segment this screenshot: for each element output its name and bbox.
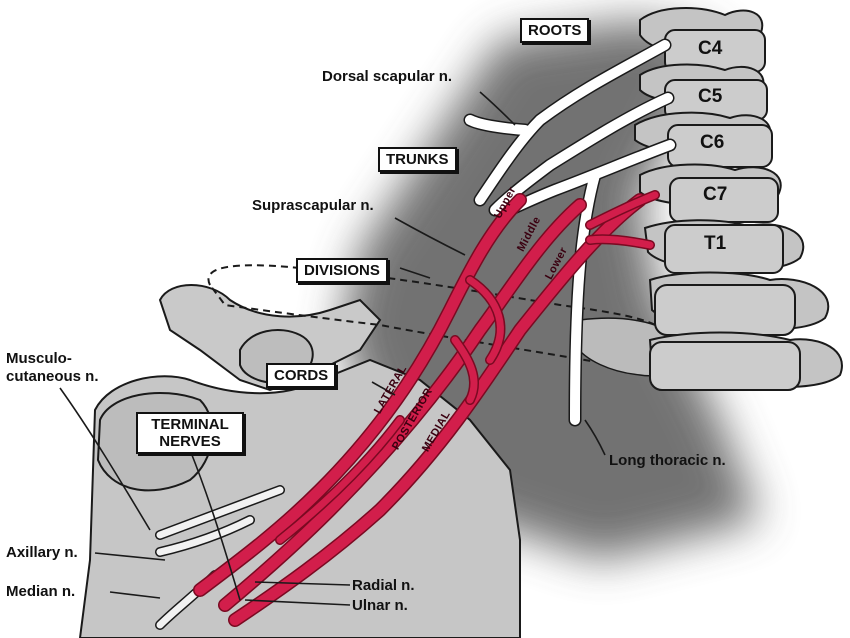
vertebra-c6-label: C6 (700, 132, 725, 153)
roots-box: ROOTS (520, 18, 590, 43)
suprascapular-label: Suprascapular n. (252, 197, 374, 214)
musculocutaneous-label-line1: Musculo- (6, 350, 72, 367)
musculocutaneous-label-line2: cutaneous n. (6, 368, 99, 385)
vertebra-c5-label: C5 (698, 86, 723, 107)
median-label: Median n. (6, 583, 76, 600)
vertebral-column (634, 7, 843, 391)
trunks-box: TRUNKS (378, 147, 457, 172)
radial-label: Radial n. (352, 577, 415, 594)
terminal-nerves-box: TERMINAL NERVES (136, 412, 244, 454)
cords-box: CORDS (266, 363, 337, 388)
vertebra-c4-label: C4 (698, 38, 723, 59)
red-nerves (193, 190, 660, 627)
dorsal-scapular-label: Dorsal scapular n. (322, 68, 453, 85)
vertebra-c7-label: C7 (703, 184, 728, 205)
long-thoracic-label: Long thoracic n. (609, 452, 726, 469)
axillary-label: Axillary n. (6, 544, 78, 561)
divisions-box: DIVISIONS (296, 258, 388, 283)
leader-lines (59, 91, 606, 606)
vertebra-t1-label: T1 (704, 233, 727, 254)
ulnar-label: Ulnar n. (352, 597, 408, 614)
